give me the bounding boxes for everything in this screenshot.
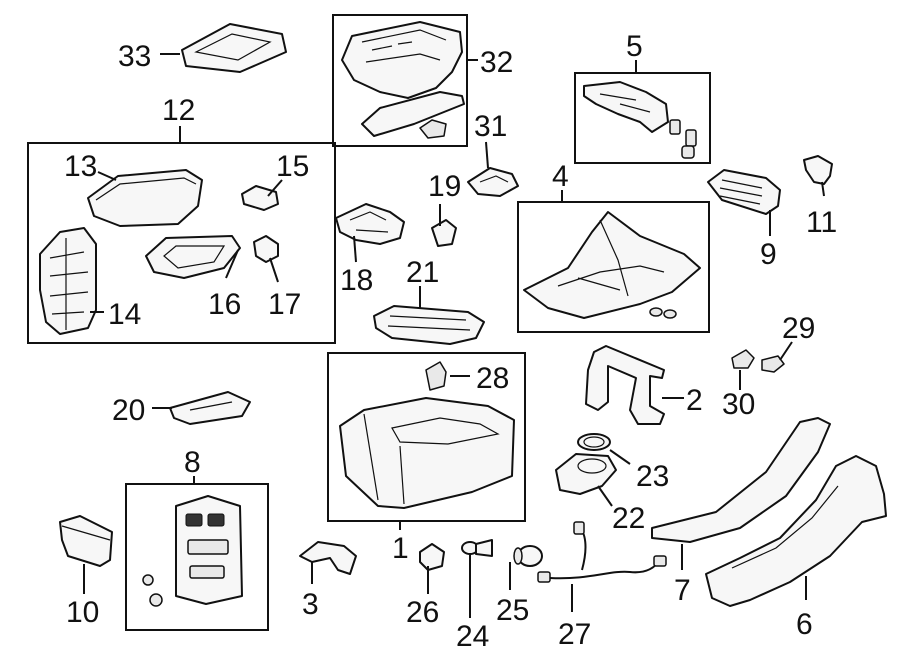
part-20-pad: [169, 391, 251, 425]
callout-28: 28: [476, 362, 509, 395]
part-18-bracket: [335, 203, 405, 245]
callout-20: 20: [112, 394, 145, 427]
part-26-socket: [419, 543, 445, 571]
part-29-cap: [761, 355, 785, 373]
callout-6: 6: [796, 608, 813, 641]
callout-30: 30: [722, 388, 755, 421]
callout-labels: 33 32 5 12 13 15 14 16 17 18 19 31 21 4 …: [64, 30, 837, 653]
part-17-latch: [253, 235, 279, 263]
callout-2: 2: [686, 384, 703, 417]
callout-29: 29: [782, 312, 815, 345]
callout-27: 27: [558, 618, 591, 651]
callout-16: 16: [208, 288, 241, 321]
group-box-32: [332, 14, 468, 147]
part-6-side-panel: [705, 455, 887, 607]
part-24-plug: [461, 539, 493, 557]
group-box-5: [574, 72, 711, 164]
callout-10: 10: [66, 596, 99, 629]
part-25-bulb: [513, 545, 543, 567]
part-11-sensor: [803, 155, 833, 185]
callout-1: 1: [392, 532, 409, 565]
callout-33: 33: [118, 40, 151, 73]
part-8-vent-panel: [142, 495, 243, 607]
part-5-bracket: [583, 81, 697, 159]
group-box-4: [517, 201, 710, 333]
part-7-trim-strip: [651, 417, 831, 543]
callout-21: 21: [406, 256, 439, 289]
part-31-holder: [467, 167, 519, 197]
callout-22: 22: [612, 502, 645, 535]
part-15-clip: [241, 185, 279, 211]
callout-8: 8: [184, 446, 201, 479]
callout-14: 14: [108, 298, 141, 331]
callout-9: 9: [760, 238, 777, 271]
callout-32: 32: [480, 46, 513, 79]
part-19-clip: [431, 219, 457, 247]
part-30-cap: [731, 349, 755, 369]
callout-7: 7: [674, 574, 691, 607]
part-33-lid-trim: [181, 23, 287, 73]
part-21-mat: [373, 305, 485, 345]
callout-19: 19: [428, 170, 461, 203]
callout-26: 26: [406, 596, 439, 629]
callout-18: 18: [340, 264, 373, 297]
part-23-cup-ring: [577, 433, 611, 451]
group-box-12: [27, 142, 336, 344]
callout-5: 5: [626, 30, 643, 63]
part-22-cup-holder: [555, 453, 617, 495]
callout-15: 15: [276, 150, 309, 183]
part-2-brace: [585, 345, 665, 425]
part-10-pocket: [59, 515, 113, 567]
part-4-console-frame: [523, 211, 701, 319]
callout-23: 23: [636, 460, 669, 493]
part-13-armrest-lid: [87, 169, 203, 227]
callout-11: 11: [806, 206, 837, 239]
part-16-tray: [145, 235, 241, 279]
part-9-vent: [707, 169, 781, 215]
callout-4: 4: [552, 160, 569, 193]
leader-lines: [83, 53, 825, 618]
group-box-8: [125, 483, 269, 631]
callout-13: 13: [64, 150, 97, 183]
part-27-harness: [537, 521, 667, 583]
part-3-bracket: [299, 541, 357, 575]
group-box-1: [327, 352, 526, 522]
part-14-console-side: [39, 227, 97, 335]
part-1-console-body: [339, 361, 515, 509]
callout-12: 12: [162, 94, 195, 127]
callout-31: 31: [474, 110, 507, 143]
callout-25: 25: [496, 594, 529, 627]
part-32-shift-panel: [341, 21, 465, 139]
callout-3: 3: [302, 588, 319, 621]
callout-17: 17: [268, 288, 301, 321]
callout-24: 24: [456, 620, 489, 653]
